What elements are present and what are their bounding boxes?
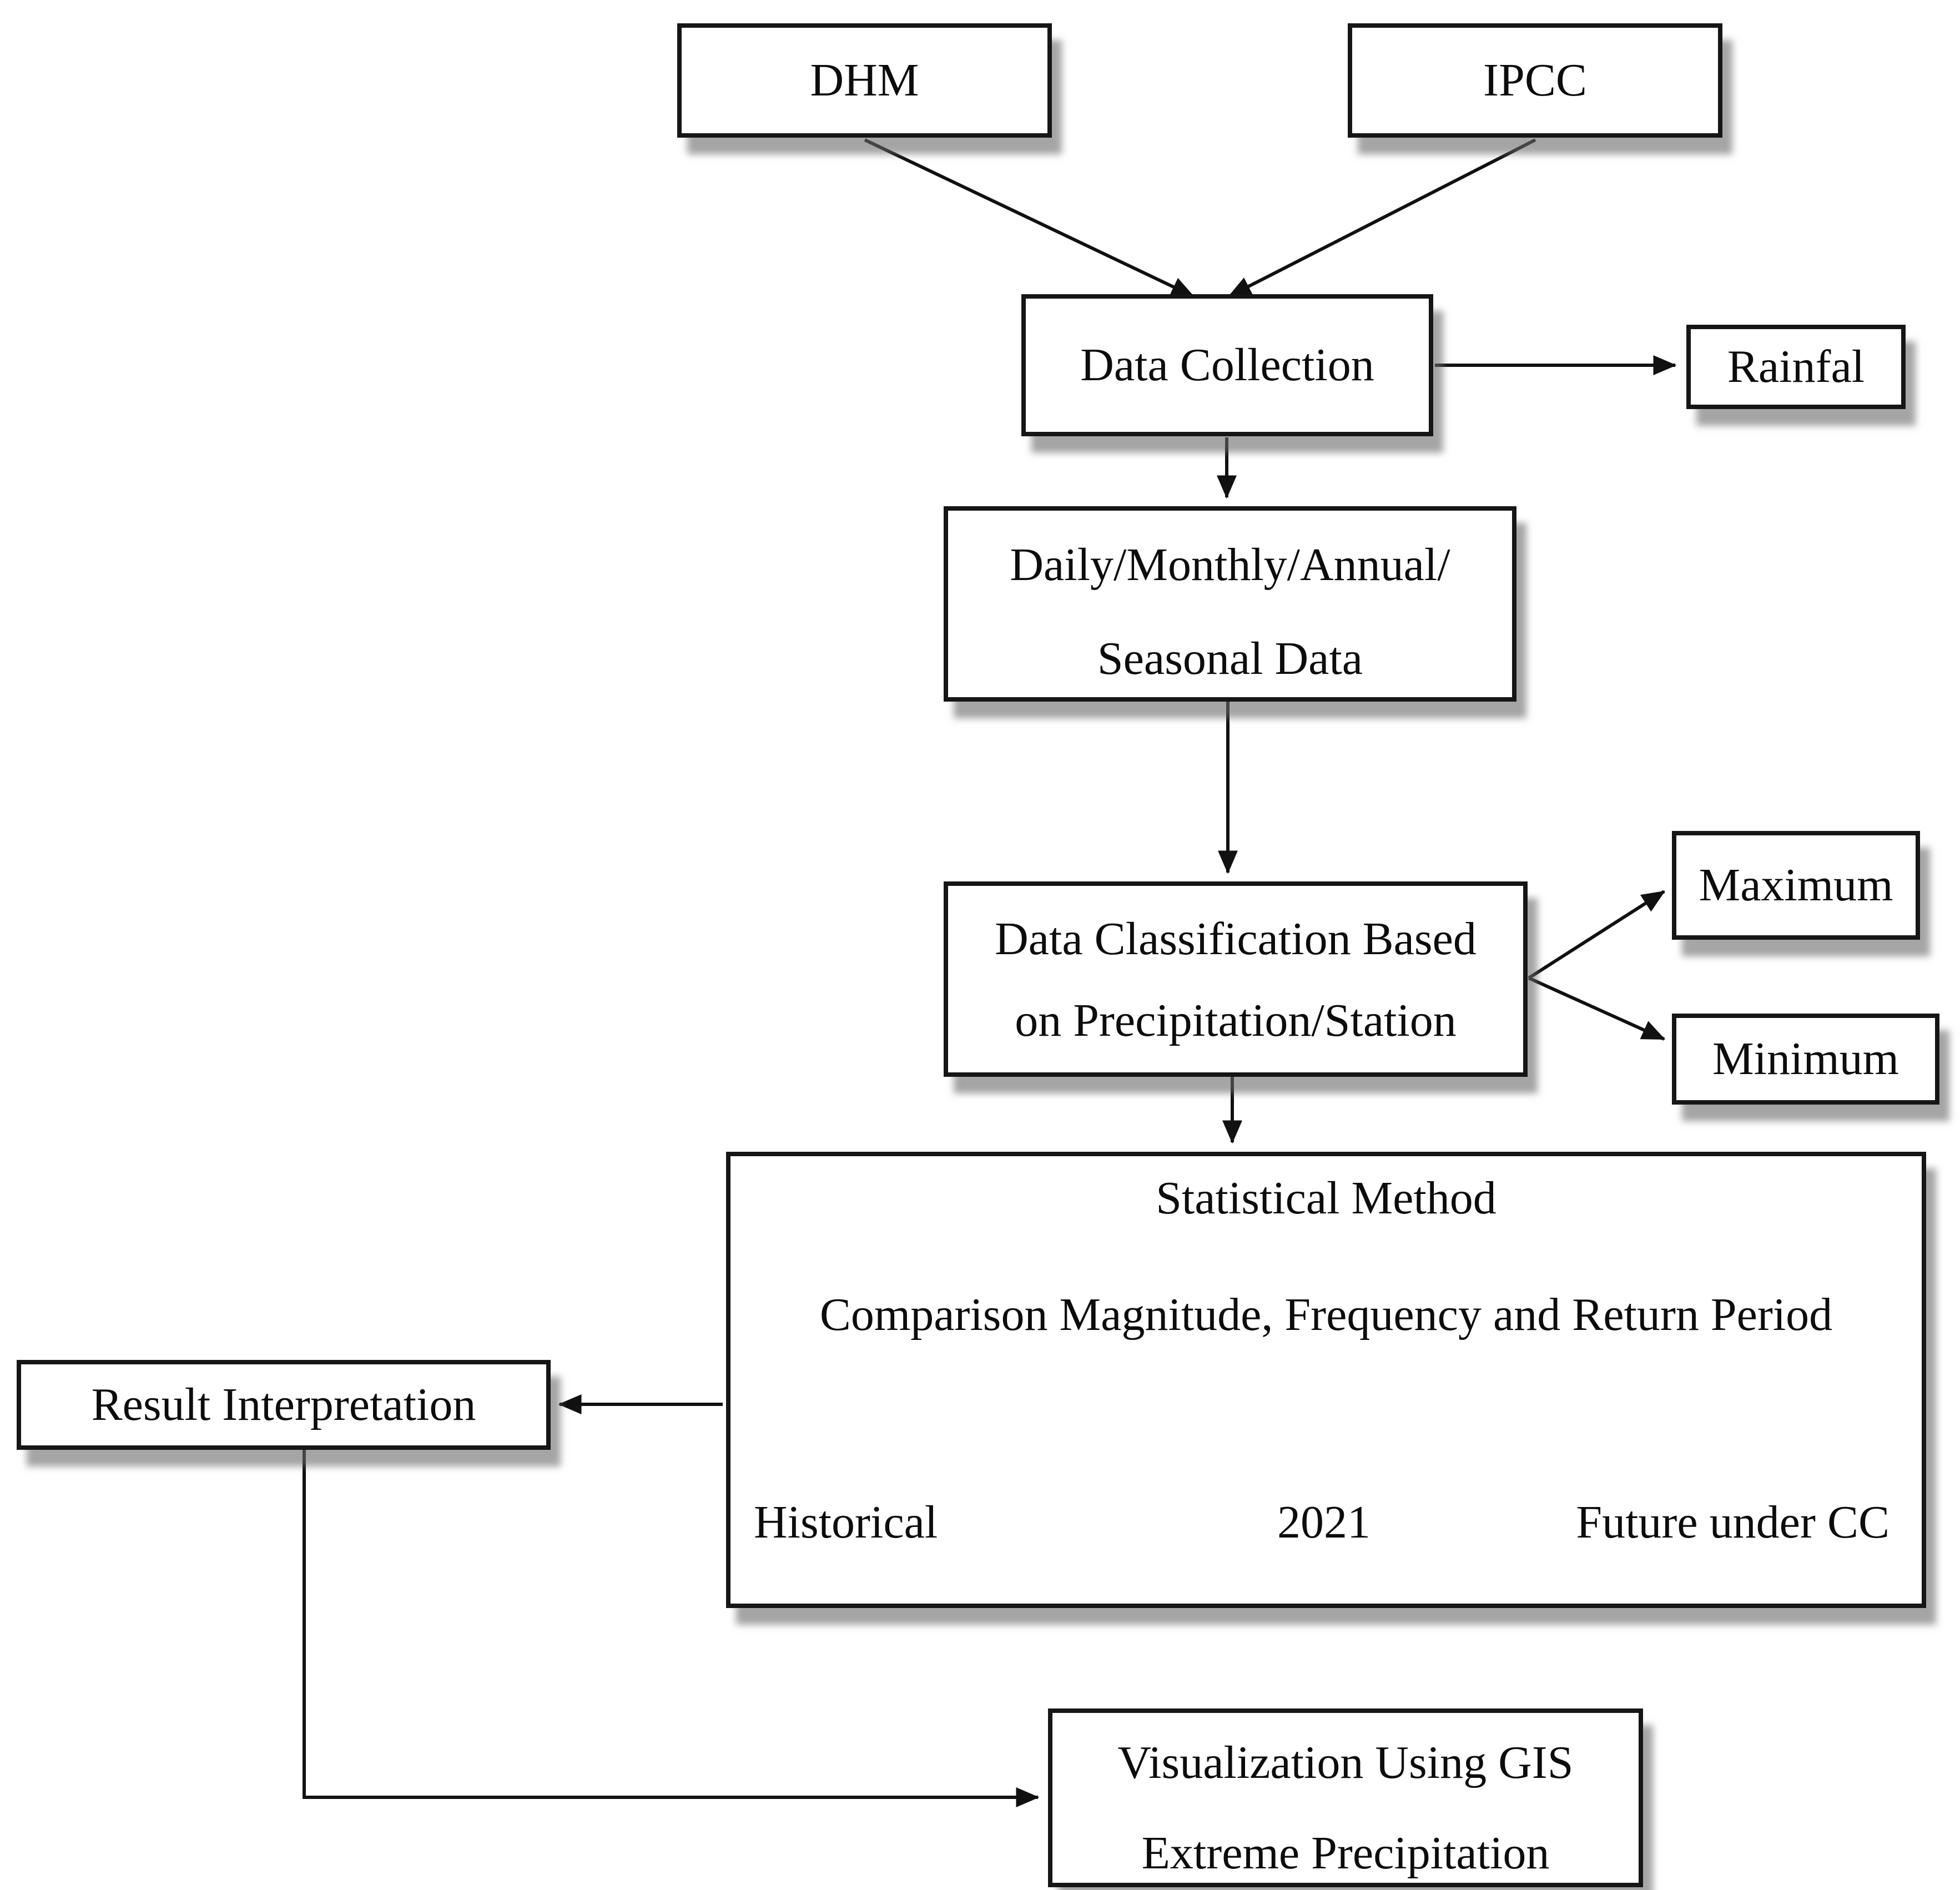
node-dhm-label: DHM [810,54,919,106]
timeline-label-historical: Historical [754,1496,938,1548]
node-dhm: DHM [677,23,1052,138]
node-rainfal: Rainfal [1686,325,1906,409]
node-maximum-label: Maximum [1699,859,1893,911]
node-classification: Data Classification Based on Precipitati… [944,881,1528,1077]
statistical-title: Statistical Method [1156,1172,1497,1224]
node-visualization-line1: Visualization Using GIS [1117,1737,1574,1788]
node-data-collection: Data Collection [1021,294,1433,436]
node-result-interpretation-label: Result Interpretation [91,1378,476,1430]
node-daily-data-line1: Daily/Monthly/Annual/ [1010,539,1450,591]
node-result-interpretation: Result Interpretation [17,1360,551,1450]
node-rainfal-label: Rainfal [1727,340,1865,392]
node-statistical-method: Statistical Method Comparison Magnitude,… [726,1152,1926,1608]
node-maximum: Maximum [1672,831,1920,940]
arrow-classification-to-maximum [1528,890,1666,980]
node-visualization-line2: Extreme Precipitation [1141,1827,1550,1879]
node-daily-data: Daily/Monthly/Annual/ Seasonal Data [944,506,1516,702]
node-data-collection-label: Data Collection [1080,339,1374,391]
node-ipcc-label: IPCC [1483,54,1587,106]
arrow-result-to-visualization [303,1450,1040,1807]
timeline-label-2021: 2021 [1277,1496,1371,1548]
node-minimum: Minimum [1672,1014,1939,1105]
node-daily-data-line2: Seasonal Data [1097,632,1363,684]
arrow-dhm-to-data-collection [864,138,1195,298]
node-classification-line1: Data Classification Based [995,913,1477,965]
node-visualization: Visualization Using GIS Extreme Precipit… [1048,1708,1643,1887]
node-minimum-label: Minimum [1712,1032,1899,1085]
timeline-label-future-cc: Future under CC [1576,1496,1890,1548]
statistical-subtitle: Comparison Magnitude, Frequency and Retu… [819,1289,1833,1340]
node-classification-line2: on Precipitation/Station [1015,994,1457,1046]
arrow-classification-to-minimum [1528,976,1666,1041]
node-ipcc: IPCC [1348,23,1722,138]
arrow-ipcc-to-data-collection [1227,138,1536,298]
